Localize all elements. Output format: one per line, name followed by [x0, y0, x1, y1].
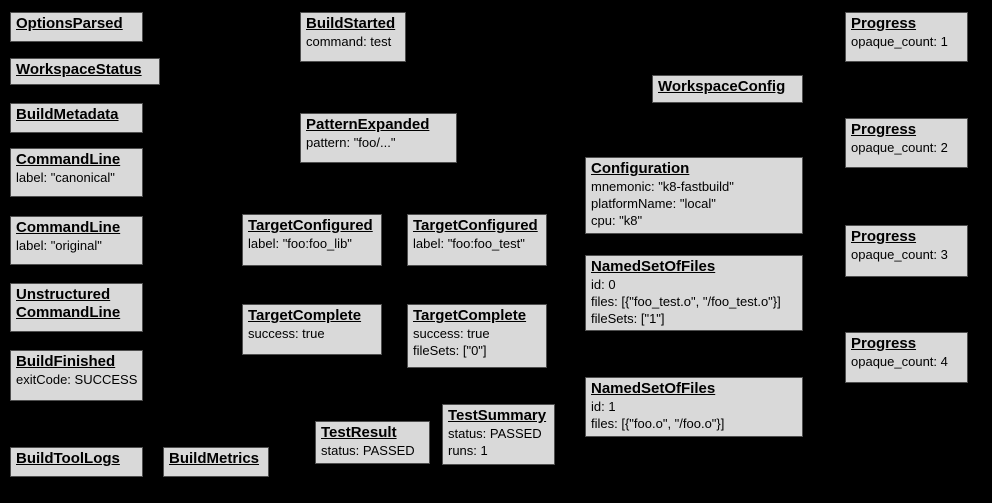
node-progress-1: Progress opaque_count: 1	[845, 12, 968, 62]
node-title: NamedSetOfFiles	[591, 380, 716, 397]
node-title: Progress	[851, 15, 917, 32]
node-title: BuildMetrics	[169, 450, 260, 467]
node-build-tool-logs: BuildToolLogs	[10, 447, 143, 477]
node-named-set-of-files-0: NamedSetOfFiles id: 0 files: [{"foo_test.o…	[585, 255, 803, 331]
node-test-result: TestResult status: PASSED	[315, 421, 430, 464]
node-field: pattern: "foo/..."	[306, 135, 396, 150]
node-test-summary: TestSummary status: PASSED runs: 1	[442, 404, 555, 465]
node-title: Progress	[851, 121, 917, 138]
node-field: runs: 1	[448, 443, 488, 458]
node-build-started: BuildStarted command: test	[300, 12, 406, 62]
node-field: id: 0	[591, 277, 616, 292]
node-unstructured-command-line: Unstructured CommandLine	[10, 283, 143, 332]
node-field: status: PASSED	[321, 443, 415, 458]
node-field: opaque_count: 3	[851, 247, 948, 262]
node-field: label: "canonical"	[16, 170, 115, 185]
node-field: files: [{"foo.o", "/foo.o"}]	[591, 416, 725, 431]
node-title: TargetComplete	[413, 307, 527, 324]
node-field: label: "foo:foo_test"	[413, 236, 525, 251]
node-title: WorkspaceConfig	[658, 78, 786, 95]
node-title: BuildFinished	[16, 353, 116, 370]
node-field: fileSets: ["1"]	[591, 311, 665, 326]
node-field: fileSets: ["0"]	[413, 343, 487, 358]
node-title: BuildToolLogs	[16, 450, 120, 467]
node-field: id: 1	[591, 399, 616, 414]
node-field: label: "foo:foo_lib"	[248, 236, 352, 251]
node-title: BuildMetadata	[16, 106, 119, 123]
node-field: platformName: "local"	[591, 196, 716, 211]
node-title: TestResult	[321, 424, 397, 441]
node-target-configured-foo-test: TargetConfigured label: "foo:foo_test"	[407, 214, 547, 266]
node-field: opaque_count: 2	[851, 140, 948, 155]
node-workspace-status: WorkspaceStatus	[10, 58, 160, 85]
node-title: WorkspaceStatus	[16, 61, 142, 78]
node-target-complete-lib: TargetComplete success: true	[242, 304, 382, 355]
node-target-configured-foo-lib: TargetConfigured label: "foo:foo_lib"	[242, 214, 382, 266]
node-title: Unstructured CommandLine	[16, 286, 121, 321]
node-title: NamedSetOfFiles	[591, 258, 716, 275]
node-field: exitCode: SUCCESS	[16, 372, 138, 387]
node-field: success: true	[248, 326, 325, 341]
node-title: CommandLine	[16, 219, 121, 236]
node-field: mnemonic: "k8-fastbuild"	[591, 179, 734, 194]
node-title: TargetComplete	[248, 307, 362, 324]
node-workspace-config: WorkspaceConfig	[652, 75, 803, 103]
node-command-line-canonical: CommandLine label: "canonical"	[10, 148, 143, 197]
node-title: PatternExpanded	[306, 116, 430, 133]
node-named-set-of-files-1: NamedSetOfFiles id: 1 files: [{"foo.o", "/…	[585, 377, 803, 437]
node-field: success: true	[413, 326, 490, 341]
node-pattern-expanded: PatternExpanded pattern: "foo/..."	[300, 113, 457, 163]
node-title: Configuration	[591, 160, 690, 177]
node-title: TargetConfigured	[248, 217, 373, 234]
node-build-metrics: BuildMetrics	[163, 447, 269, 477]
node-title: Progress	[851, 228, 917, 245]
node-title: Progress	[851, 335, 917, 352]
node-progress-3: Progress opaque_count: 3	[845, 225, 968, 277]
node-build-finished: BuildFinished exitCode: SUCCESS	[10, 350, 143, 401]
node-progress-4: Progress opaque_count: 4	[845, 332, 968, 383]
node-field: status: PASSED	[448, 426, 542, 441]
node-field: opaque_count: 4	[851, 354, 948, 369]
node-field: files: [{"foo_test.o", "/foo_test.o"}]	[591, 294, 781, 309]
node-configuration: Configuration mnemonic: "k8-fastbuild" pla…	[585, 157, 803, 234]
node-title: OptionsParsed	[16, 15, 123, 32]
node-field: command: test	[306, 34, 392, 49]
node-title: TestSummary	[448, 407, 547, 424]
node-progress-2: Progress opaque_count: 2	[845, 118, 968, 168]
node-title: BuildStarted	[306, 15, 396, 32]
node-build-metadata: BuildMetadata	[10, 103, 143, 133]
node-options-parsed: OptionsParsed	[10, 12, 143, 42]
node-field: cpu: "k8"	[591, 213, 643, 228]
node-target-complete-test: TargetComplete success: true fileSets: ["0…	[407, 304, 547, 368]
node-field: label: "original"	[16, 238, 102, 253]
node-title: CommandLine	[16, 151, 121, 168]
node-field: opaque_count: 1	[851, 34, 948, 49]
node-title: TargetConfigured	[413, 217, 538, 234]
node-command-line-original: CommandLine label: "original"	[10, 216, 143, 265]
